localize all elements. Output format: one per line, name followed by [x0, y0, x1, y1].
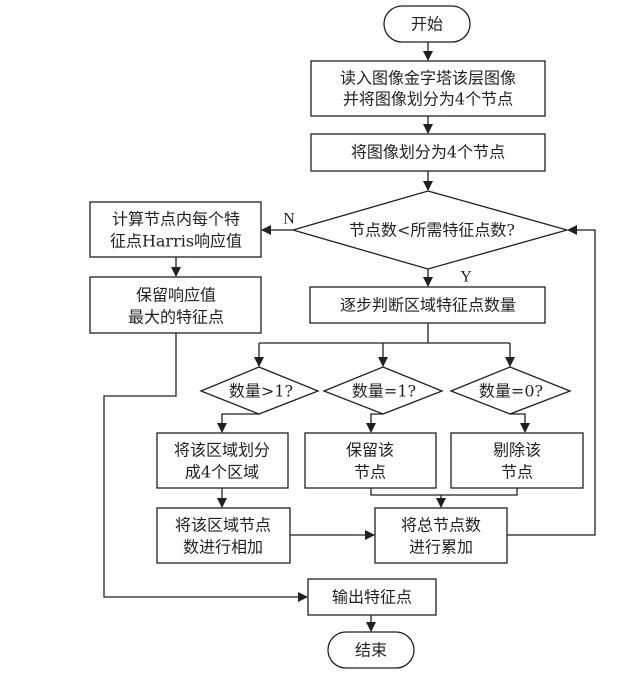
- edge-keep-remove-merge: [370, 488, 518, 496]
- node-output-features: 输出特征点: [307, 578, 437, 616]
- decision-shape: [199, 366, 320, 415]
- node-decision-eq0: 数量=0?: [449, 366, 572, 415]
- node-label: 结束: [355, 641, 387, 660]
- node-label: 数量=0?: [479, 382, 543, 401]
- node-label-line-2: 数进行相加: [183, 538, 263, 557]
- node-decision-gt1: 数量>1?: [199, 366, 320, 415]
- process-shape: [89, 201, 262, 258]
- node-label-line-2: 征点Harris响应值: [110, 232, 242, 251]
- node-label-line-1: 将总节点数: [401, 516, 481, 535]
- process-shape: [310, 133, 546, 172]
- node-label: 开始: [411, 15, 443, 34]
- node-label: 数量>1?: [229, 382, 293, 401]
- process-shape: [156, 432, 289, 489]
- edge-eq1-keepnode: [366, 413, 383, 433]
- process-shape: [89, 276, 262, 334]
- edge-accumulate-loop: [507, 225, 596, 536]
- edge-eq0-removenode: [510, 413, 530, 433]
- process-shape: [310, 60, 546, 117]
- node-judge-region: 逐步判断区域特征点数量: [309, 286, 546, 324]
- node-label: 将图像划分为4个节点: [351, 143, 505, 162]
- node-label: 数量=1?: [352, 382, 416, 401]
- process-shape: [374, 507, 508, 564]
- node-add-region-nodes: 将该区域节点 数进行相加: [156, 507, 291, 564]
- process-shape: [450, 432, 584, 489]
- node-label-line-2: 节点: [501, 463, 533, 482]
- node-accumulate-total: 将总节点数 进行累加: [374, 507, 508, 564]
- process-shape: [309, 286, 546, 324]
- node-label-line-2: 并将图像划分为4个节点: [343, 90, 513, 109]
- node-label-line-1: 读入图像金字塔该层图像: [340, 69, 516, 88]
- node-compute-harris: 计算节点内每个特 征点Harris响应值: [89, 201, 262, 258]
- node-split-nodes: 将图像划分为4个节点: [310, 133, 546, 172]
- edge-gt1-splitregion: [217, 413, 259, 433]
- decision-shape: [290, 190, 570, 270]
- decision-shape: [322, 366, 444, 415]
- node-read-pyramid: 读入图像金字塔该层图像 并将图像划分为4个节点: [310, 60, 546, 117]
- node-label-line-1: 保留响应值: [136, 286, 216, 305]
- node-keep-max: 保留响应值 最大的特征点: [89, 276, 262, 334]
- decision-shape: [449, 366, 572, 415]
- node-start: 开始: [383, 5, 471, 43]
- node-label-line-1: 将该区域节点: [175, 516, 271, 535]
- node-label: 逐步判断区域特征点数量: [340, 296, 516, 315]
- process-shape: [307, 578, 437, 616]
- node-label: 输出特征点: [332, 588, 412, 607]
- node-label-line-1: 保留该: [346, 441, 394, 460]
- terminator-shape: [383, 5, 471, 43]
- terminator-shape: [327, 631, 415, 669]
- node-decision-count: 节点数<所需特征点数?: [290, 190, 570, 270]
- node-label-line-1: 剔除该: [493, 441, 541, 460]
- node-end: 结束: [327, 631, 415, 669]
- branch-label-no: N: [283, 211, 295, 228]
- node-label-line-2: 进行累加: [409, 538, 473, 557]
- node-keep-node: 保留该 节点: [304, 432, 437, 489]
- node-remove-node: 剔除该 节点: [450, 432, 584, 489]
- node-decision-eq1: 数量=1?: [322, 366, 444, 415]
- node-label-line-1: 计算节点内每个特: [112, 210, 240, 229]
- edge-keepmax-output: [103, 333, 308, 602]
- node-label-line-2: 成4个区域: [185, 463, 259, 482]
- node-label-line-2: 最大的特征点: [128, 308, 224, 327]
- connectors: [103, 42, 596, 632]
- node-label: 节点数<所需特征点数?: [349, 221, 515, 240]
- branch-label-yes: Y: [460, 269, 472, 286]
- node-split-region: 将该区域划分 成4个区域: [156, 432, 289, 489]
- process-shape: [156, 507, 291, 564]
- process-shape: [304, 432, 437, 489]
- node-label-line-2: 节点: [354, 463, 386, 482]
- node-label-line-1: 将该区域划分: [174, 441, 270, 460]
